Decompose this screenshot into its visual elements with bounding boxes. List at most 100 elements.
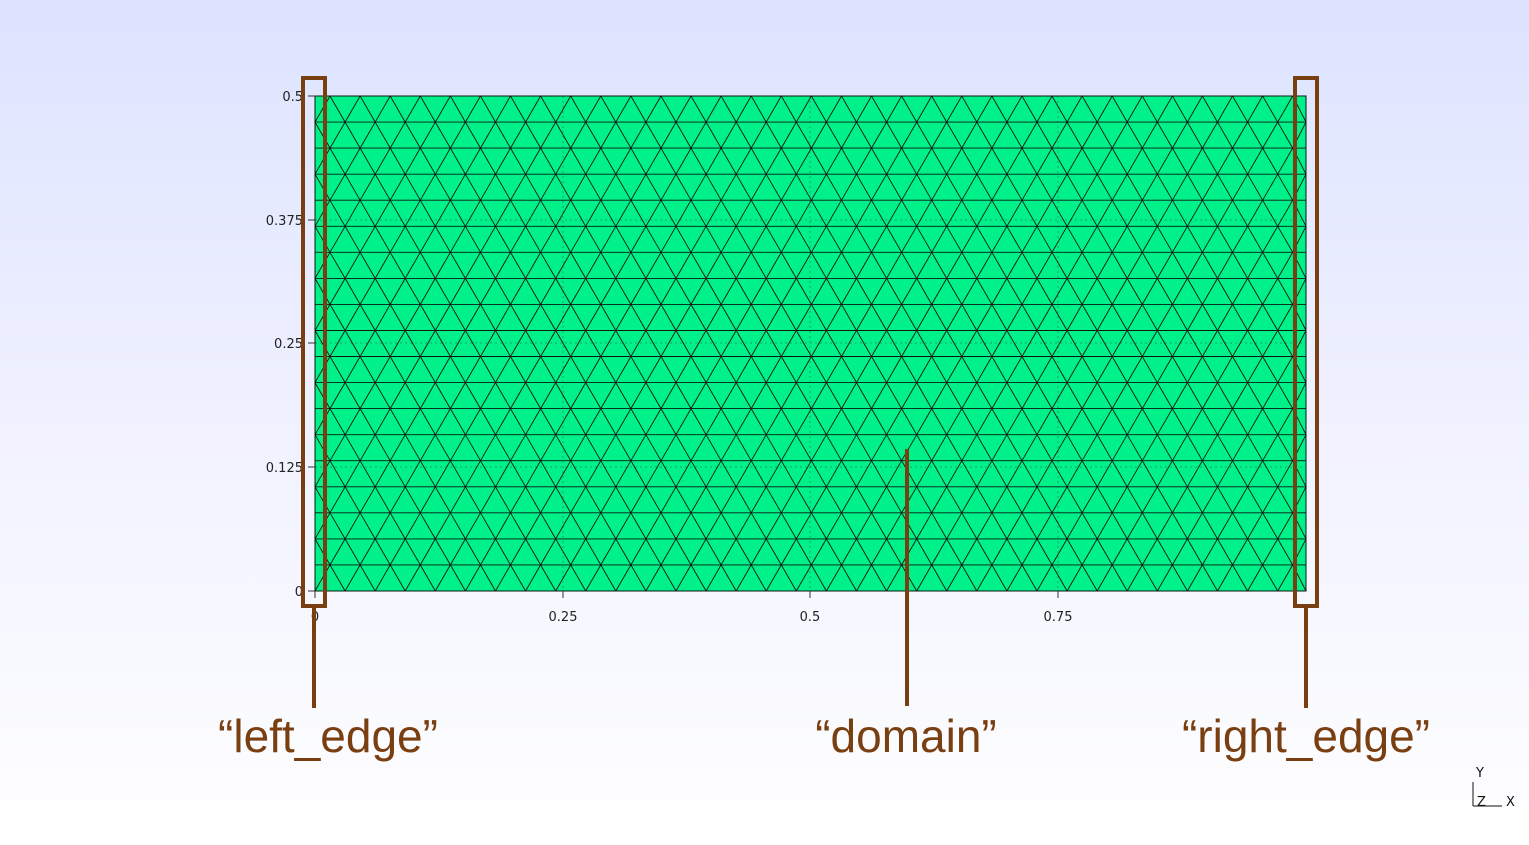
mesh-edge (991, 304, 1008, 331)
mesh-edge (525, 252, 541, 279)
mesh-edge (374, 408, 391, 435)
mesh-edge (871, 278, 887, 305)
mesh-edge (1232, 564, 1248, 592)
mesh-edge (720, 330, 737, 357)
mesh-edge (374, 147, 391, 175)
mesh-edge (961, 460, 978, 488)
mesh-edge (495, 460, 511, 488)
mesh-edge (480, 512, 496, 540)
mesh-edge (525, 460, 541, 488)
mesh-edge (480, 408, 496, 435)
mesh-edge (871, 538, 887, 566)
mesh-edge (1051, 121, 1068, 149)
mesh-edge (555, 278, 572, 305)
mesh-edge (1111, 434, 1128, 461)
mesh-edge (374, 121, 391, 149)
mesh-edge (1156, 147, 1173, 175)
mesh-edge (856, 434, 872, 461)
mesh-edge (991, 278, 1008, 305)
mesh-edge (886, 564, 902, 592)
mesh-edge (1156, 486, 1173, 514)
mesh-edge (344, 486, 361, 514)
mesh-edge (1217, 460, 1233, 488)
mesh-edge (585, 356, 602, 383)
mesh-edge (1156, 564, 1173, 592)
mesh-edge (1111, 121, 1128, 149)
mesh-edge (660, 434, 677, 461)
mesh-edge (1217, 330, 1233, 357)
mesh-edge (600, 147, 617, 175)
mesh-edge (946, 121, 963, 149)
mesh-edge (1036, 564, 1053, 592)
mesh-edge (1036, 278, 1053, 305)
mesh-edge (901, 121, 918, 149)
mesh-edge (991, 460, 1008, 488)
mesh-edge (795, 434, 812, 461)
mesh-edge (690, 382, 707, 409)
mesh-edge (465, 147, 481, 175)
mesh-edge (811, 147, 827, 175)
mesh-edge (856, 121, 872, 149)
mesh-edge (765, 95, 782, 123)
mesh-edge (344, 408, 361, 435)
mesh-edge (826, 95, 842, 123)
mesh-edge (630, 304, 647, 331)
mesh-edge (374, 199, 391, 227)
mesh-edge (886, 95, 902, 123)
mesh-edge (886, 460, 902, 488)
mesh-edge (780, 121, 797, 149)
mesh-edge (1006, 564, 1023, 592)
mesh-edge (525, 147, 541, 175)
mesh-edge (1066, 147, 1083, 175)
mesh-edge (705, 434, 722, 461)
mesh-edge (329, 356, 346, 383)
mesh-edge (525, 356, 541, 383)
mesh-edge (660, 564, 677, 592)
mesh-edge (450, 512, 466, 540)
mesh-edge (826, 173, 842, 201)
mesh-edge (826, 408, 842, 435)
mesh-edge (434, 278, 451, 305)
mesh-edge (1141, 278, 1158, 305)
mesh-edge (1141, 330, 1158, 357)
mesh-edge (630, 121, 647, 149)
mesh-edge (344, 226, 361, 253)
mesh-edge (720, 460, 737, 488)
mesh-edge (314, 121, 331, 149)
mesh-edge (961, 382, 978, 409)
mesh-edge (1217, 304, 1233, 331)
mesh-edge (1036, 538, 1053, 566)
mesh-edge (1051, 173, 1068, 201)
mesh-edge (871, 564, 887, 592)
mesh-edge (1066, 434, 1083, 461)
mesh-edge (916, 330, 933, 357)
mesh-edge (1036, 173, 1053, 201)
mesh-edge (329, 304, 346, 331)
x-axis-label: X (1506, 795, 1515, 810)
mesh-edge (389, 538, 406, 566)
mesh-edge (495, 147, 511, 175)
mesh-edge (1141, 564, 1158, 592)
mesh-edge (600, 538, 617, 566)
mesh-edge (314, 304, 331, 331)
mesh-edge (856, 173, 872, 201)
mesh-edge (720, 408, 737, 435)
mesh-edge (750, 382, 767, 409)
mesh-edge (525, 408, 541, 435)
mesh-edge (600, 434, 617, 461)
mesh-edge (1096, 95, 1113, 123)
mesh-edge (1156, 121, 1173, 149)
mesh-edge (856, 95, 872, 123)
mesh-edge (976, 408, 993, 435)
mesh-edge (480, 330, 496, 357)
mesh-edge (856, 512, 872, 540)
mesh-edge (1051, 95, 1068, 123)
mesh-edge (750, 330, 767, 357)
mesh-edge (555, 226, 572, 253)
mesh-edge (1232, 278, 1248, 305)
mesh-edge (389, 252, 406, 279)
mesh-edge (976, 434, 993, 461)
mesh-edge (826, 278, 842, 305)
mesh-edge (1021, 121, 1038, 149)
